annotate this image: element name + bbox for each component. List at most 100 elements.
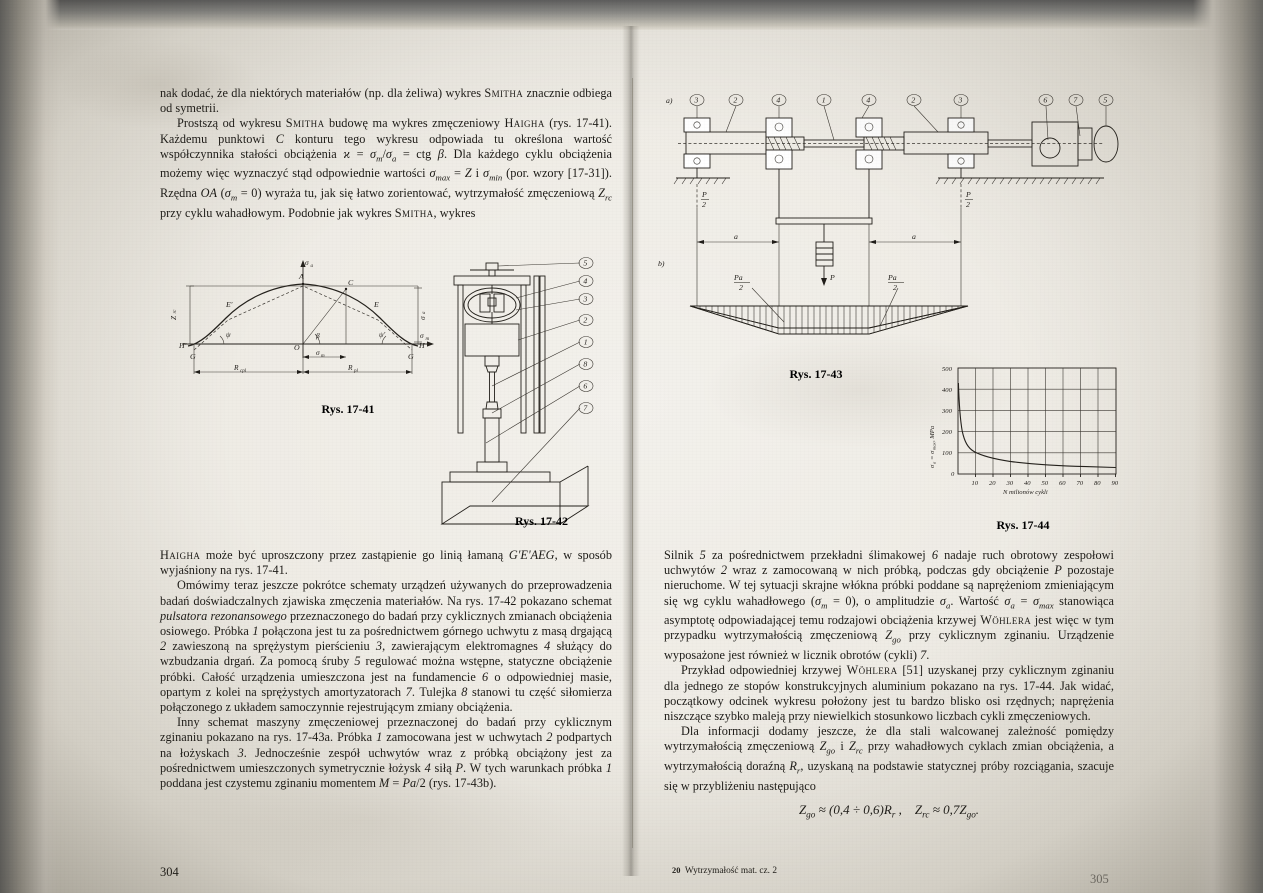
dim-a-left: a [734, 232, 738, 241]
column-divider-rule [632, 78, 633, 848]
svg-text:pl: pl [353, 369, 359, 374]
chart-y-tick-labels: 500 400 300 200 100 0 [941, 366, 955, 478]
haigh-x-axis-label: σ [420, 331, 424, 340]
svg-text:0: 0 [951, 471, 955, 478]
chart-x-tick-labels: 10 20 30 40 50 60 70 80 90 [972, 480, 1119, 487]
svg-text:2: 2 [702, 200, 706, 209]
paragraph: Prostszą od wykresu Smitha budowę ma wyk… [160, 116, 613, 220]
paragraph: Silnik 5 za pośrednictwem przekładni śli… [664, 548, 1115, 663]
left-column-top-text: nak dodać, że dla niektórych materiałów … [160, 86, 612, 221]
paragraph: Omówimy teraz jeszcze pokrótce schematy … [160, 578, 612, 715]
load-label-P: P [829, 273, 835, 282]
bending-callout-5: 5 [1098, 94, 1114, 106]
svg-text:4: 4 [776, 96, 780, 105]
load-label-right: P [965, 190, 971, 199]
footer-book-title: Wytrzymałość mat. cz. 2 [684, 866, 777, 876]
svg-text:2: 2 [583, 316, 587, 325]
haigh-y-axis-label: σ [305, 258, 309, 267]
haigh-rcpl-label: R [233, 363, 239, 372]
svg-text:2: 2 [733, 96, 737, 105]
svg-text:2: 2 [893, 283, 897, 292]
figure-caption-17-41: Rys. 17-41 [321, 402, 375, 416]
haigh-angle-beta: β [315, 331, 320, 340]
haigh-angle-psi-left: ψ [226, 330, 231, 339]
svg-text:m: m [321, 354, 325, 359]
pulsator-callout-8: 8 [578, 358, 594, 370]
page-number-right: 305 [1090, 872, 1109, 886]
book-gutter [622, 26, 640, 876]
bending-callout-2b: 2 [906, 94, 922, 106]
svg-text:50: 50 [1042, 480, 1049, 487]
chart-x-axis-label: N milionów cykli [1002, 489, 1048, 496]
svg-text:1: 1 [584, 338, 588, 347]
figure-haigh-diagram: σ a σ m A C E E' H H' G G O Z rc σ a σ m… [168, 258, 438, 417]
svg-text:90: 90 [1112, 480, 1119, 487]
figure-caption-17-43: Rys. 17-43 [789, 367, 843, 381]
bending-part-b-label: b) [658, 259, 665, 268]
svg-text:2: 2 [739, 283, 743, 292]
svg-text:10: 10 [972, 480, 979, 487]
pulsator-callout-1: 1 [578, 336, 594, 348]
pulsator-callout-2: 2 [578, 314, 594, 326]
svg-text:40: 40 [1024, 480, 1031, 487]
svg-text:6: 6 [583, 382, 587, 391]
svg-text:rc: rc [173, 309, 178, 314]
footer-signature-number: 20 [672, 866, 681, 875]
chart-x-ticks [975, 474, 1116, 477]
svg-text:a: a [311, 264, 314, 269]
paragraph: Dla informacji dodamy jeszcze, że dla st… [664, 724, 1114, 793]
haigh-rpl-label: R [347, 363, 353, 372]
svg-text:1: 1 [822, 96, 826, 105]
haigh-point-G-right: G [408, 352, 414, 361]
svg-text:200: 200 [942, 429, 953, 436]
haigh-sigma-a-bracket: σ [418, 316, 427, 320]
bending-callout-7: 7 [1068, 94, 1084, 106]
chart-gridlines-y [958, 388, 1116, 454]
bending-callout-2a: 2 [728, 94, 744, 106]
svg-text:100: 100 [942, 450, 953, 457]
svg-text:20: 20 [989, 480, 996, 487]
bending-callout-4b: 4 [861, 94, 877, 106]
haigh-point-G-left: G [190, 352, 196, 361]
svg-text:500: 500 [942, 366, 953, 373]
bending-callout-3a: 3 [689, 94, 705, 106]
svg-text:4: 4 [866, 96, 870, 105]
chart-y-axis-label: σ a = σ max , MPa [929, 425, 937, 468]
pulsator-callout-6: 6 [578, 380, 594, 392]
haigh-point-A: A [298, 272, 304, 281]
figure-wohler-chart: 500 400 300 200 100 0 10 20 30 40 50 60 … [918, 360, 1128, 533]
chart-gridlines-x [975, 368, 1099, 474]
dim-a-right: a [912, 232, 916, 241]
wohler-chart-svg: 500 400 300 200 100 0 10 20 30 40 50 60 … [929, 366, 1119, 496]
svg-text:a: a [932, 461, 937, 464]
svg-text:7: 7 [583, 404, 588, 413]
scan-edge-bottom [0, 879, 1263, 893]
svg-text:σ: σ [929, 464, 936, 468]
bending-callout-4a: 4 [771, 94, 787, 106]
haigh-angle-psi-right: ψ' [379, 330, 386, 339]
svg-text:2: 2 [966, 200, 970, 209]
load-label-left: P [701, 190, 707, 199]
svg-text:3: 3 [693, 96, 698, 105]
haigh-point-E: E [373, 300, 379, 309]
moment-label-right: Pa [887, 273, 897, 282]
left-column-bottom-text: Haigha może być uproszczony przez zastąp… [160, 548, 612, 791]
pulsator-svg: 5 4 3 2 1 8 6 7 [440, 257, 594, 525]
moment-label-left: Pa [733, 273, 743, 282]
svg-text:m: m [426, 337, 430, 342]
svg-text:= σ: = σ [929, 450, 936, 460]
svg-text:30: 30 [1006, 480, 1014, 487]
svg-text:cpl: cpl [240, 369, 247, 374]
svg-text:300: 300 [941, 408, 953, 415]
haigh-point-H: H [418, 341, 425, 350]
svg-text:7: 7 [1073, 96, 1078, 105]
bending-part-a-label: a) [666, 96, 673, 105]
pulsator-callout-3: 3 [578, 293, 594, 305]
svg-text:5: 5 [1103, 96, 1107, 105]
right-column-text: Silnik 5 za pośrednictwem przekładni śli… [664, 548, 1114, 832]
bending-callout-6: 6 [1038, 94, 1054, 106]
paragraph: Haigha może być uproszczony przez zastąp… [160, 548, 612, 578]
paragraph: nak dodać, że dla niektórych materiałów … [160, 86, 612, 116]
footer-signature-note: 20 Wytrzymałość mat. cz. 2 [672, 866, 777, 876]
